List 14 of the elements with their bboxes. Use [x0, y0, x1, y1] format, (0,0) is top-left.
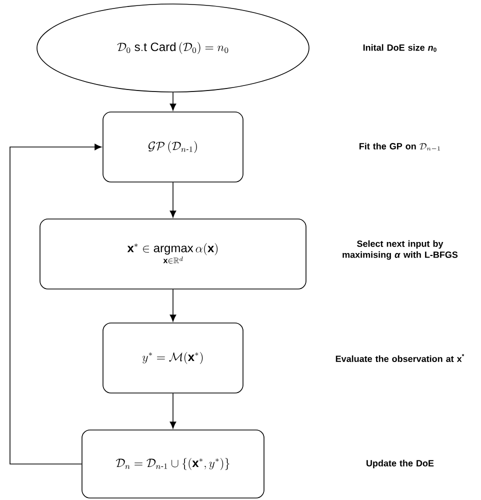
- arrow: [170, 182, 176, 218]
- arrow: [170, 393, 176, 429]
- process-box: $\mathcal{GP}\left(\mathcal{D}_{n\text{-}1}\right)$: [102, 112, 244, 182]
- step-description: Evaluate the observation at x$^{*}$: [336, 354, 464, 362]
- arrow: [170, 289, 176, 322]
- step-description: Select next input by maximising α with L-BFGS: [342, 240, 458, 260]
- process-box: $y^* = \mathcal{M}(\mathbf{x}^*)$: [102, 322, 244, 394]
- step-description: $\text{\bfseries Fit the GP on }\mathcal{D}_{n-1}$: [360, 142, 440, 150]
- arrow: [170, 92, 176, 111]
- process-box: $\mathcal{D}_n = \mathcal{D}_{n\text{-}1} \cup \{(\mathbf{x}^*, y^*)\}$: [82, 430, 264, 498]
- process-box: $\mathbf{x}^* \in \operatorname*{argmax}_{\mathbf{x}\in\mathbb{R}^d} \alpha(\mathbf{x})$: [40, 218, 306, 290]
- step-description: Update the DoE: [366, 460, 434, 468]
- loop-arrow: [10, 144, 102, 464]
- step-description: Inital DoE size n$_{0}$: [363, 44, 436, 52]
